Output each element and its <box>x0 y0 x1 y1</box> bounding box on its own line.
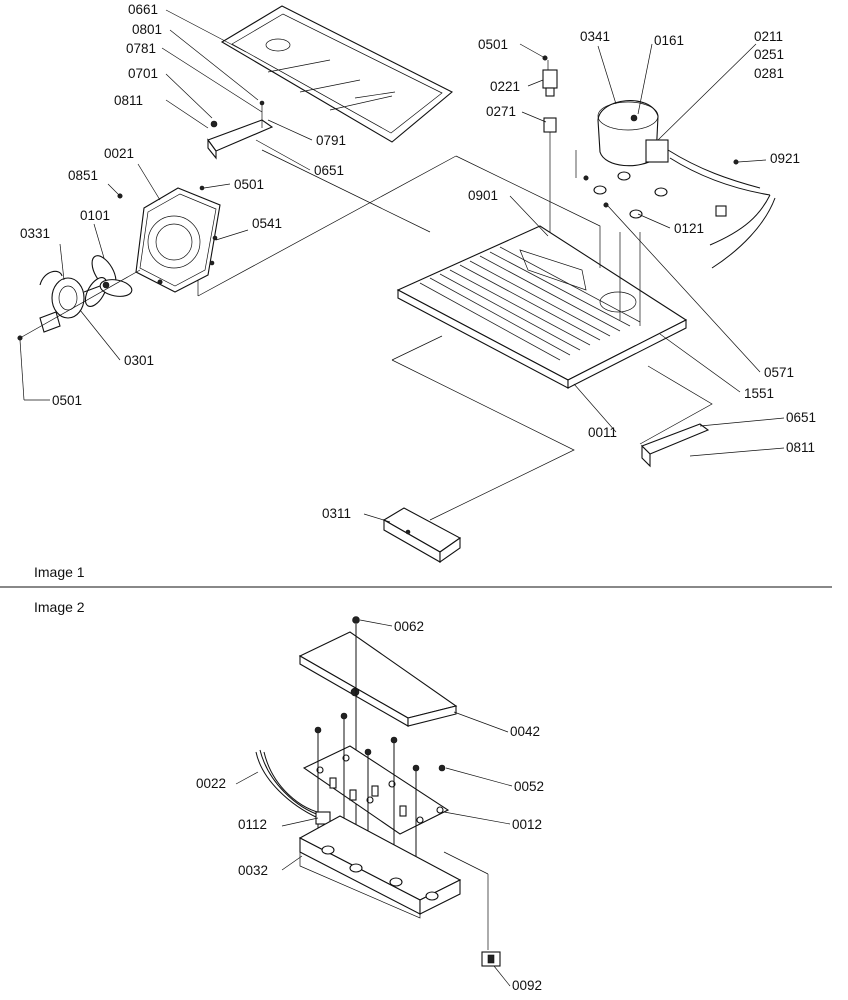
callout-0811-right: 0811 <box>786 440 815 455</box>
callout-0251: 0251 <box>754 47 784 62</box>
right-bracket-drawing <box>641 423 710 468</box>
control-cover-drawing <box>298 631 458 727</box>
fan-blade-drawing <box>84 255 133 307</box>
callout-0651-right: 0651 <box>786 410 816 425</box>
callout-0042: 0042 <box>510 724 540 739</box>
callout-0661: 0661 <box>128 2 158 17</box>
callout-0781: 0781 <box>126 41 156 56</box>
callout-0341: 0341 <box>580 29 610 44</box>
small-switch-drawing <box>481 951 501 967</box>
callout-0811-top: 0811 <box>114 93 143 108</box>
wire-harness-drawing <box>667 149 776 269</box>
panel-1-drawing <box>17 5 776 564</box>
panel-1-callouts: Image 1 0661 0801 0781 0701 0811 0791 06… <box>20 2 816 580</box>
callout-0921: 0921 <box>770 151 800 166</box>
callout-0701: 0701 <box>128 66 158 81</box>
callout-0112: 0112 <box>238 817 267 832</box>
callout-0121: 0121 <box>674 221 704 236</box>
top-tray-drawing <box>220 5 453 143</box>
callout-0281: 0281 <box>754 66 784 81</box>
callout-0801: 0801 <box>132 22 162 37</box>
screws-drawing <box>17 55 739 341</box>
callout-0101: 0101 <box>80 208 110 223</box>
panel-1-leader-lines <box>19 9 785 523</box>
top-bracket-drawing <box>207 100 274 160</box>
callout-0271: 0271 <box>486 104 516 119</box>
callout-0501-relay: 0501 <box>478 37 508 52</box>
callout-0501-shroud: 0501 <box>234 177 264 192</box>
callout-0501-motor: 0501 <box>52 393 82 408</box>
callout-0092: 0092 <box>512 978 542 993</box>
callout-0301: 0301 <box>124 353 154 368</box>
callout-0022: 0022 <box>196 776 226 791</box>
callout-0062: 0062 <box>394 619 424 634</box>
callout-0541: 0541 <box>252 216 282 231</box>
callout-0651-top: 0651 <box>314 163 344 178</box>
callout-0021: 0021 <box>104 146 134 161</box>
assembly-lines <box>19 149 713 521</box>
fan-shroud-drawing <box>135 185 221 293</box>
fan-motor-drawing <box>39 270 101 333</box>
panel-2-title: Image 2 <box>34 599 85 615</box>
base-pan-drawing <box>396 225 688 389</box>
callout-0052: 0052 <box>514 779 544 794</box>
compressor-drawing <box>593 100 669 219</box>
callout-0011: 0011 <box>588 425 617 440</box>
callout-0571: 0571 <box>764 365 794 380</box>
callout-0791: 0791 <box>316 133 346 148</box>
callout-0311: 0311 <box>322 506 351 521</box>
callout-0221: 0221 <box>490 79 520 94</box>
callout-0901: 0901 <box>468 188 498 203</box>
callout-0331: 0331 <box>20 226 50 241</box>
control-box-drawing <box>382 507 462 564</box>
callout-0161: 0161 <box>654 33 684 48</box>
callout-0012: 0012 <box>512 817 542 832</box>
panel-2-callouts: Image 2 0062 0042 0022 0052 0112 0012 00… <box>34 599 544 993</box>
callout-0211: 0211 <box>754 29 783 44</box>
callout-0851: 0851 <box>68 168 98 183</box>
panel-1-title: Image 1 <box>34 564 85 580</box>
panel-2-drawing <box>255 616 501 967</box>
callout-0032: 0032 <box>238 863 268 878</box>
panel-2-leader-lines <box>235 619 513 987</box>
wire-lead-drawing <box>255 749 331 825</box>
control-housing-drawing <box>298 815 489 950</box>
callout-1551: 1551 <box>744 386 774 401</box>
